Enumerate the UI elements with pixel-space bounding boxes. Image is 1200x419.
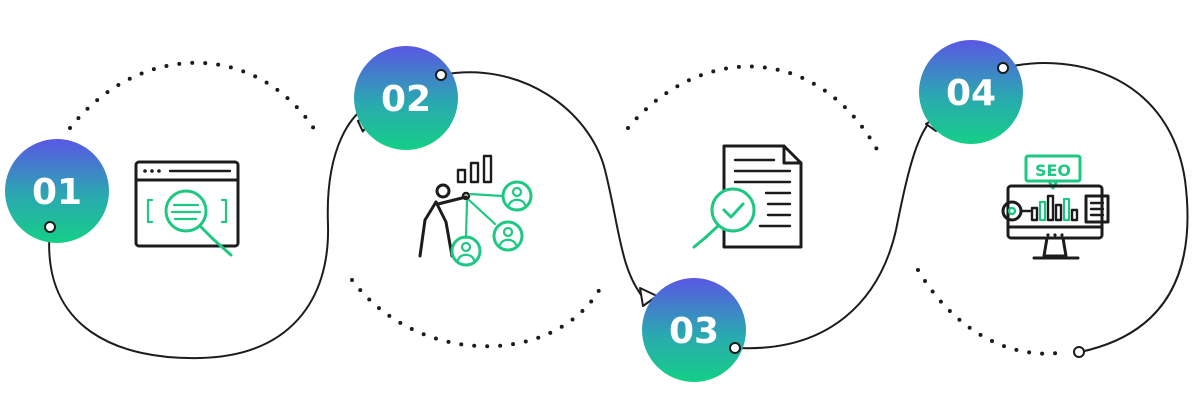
connector-curve — [48, 62, 1189, 360]
step-badge-01: 01 — [5, 139, 109, 243]
seo-monitor-icon: SEO — [1001, 154, 1110, 260]
presenter-network-icon — [418, 154, 533, 267]
connector-pins — [44, 62, 1085, 358]
dotted-arcs — [68, 60, 1067, 356]
browser-search-icon — [134, 160, 240, 257]
step-badge-04: 04 — [919, 40, 1023, 144]
connector-arrowheads — [356, 113, 943, 307]
step-badge-02: 02 — [354, 46, 458, 150]
step-number: 01 — [32, 172, 82, 213]
step-badge-03: 03 — [642, 278, 746, 382]
seo-badge-label: SEO — [1035, 161, 1071, 180]
document-check-icon — [692, 144, 803, 249]
arrow-into-03 — [639, 287, 658, 307]
step-number: 04 — [946, 73, 996, 114]
step-number: 02 — [381, 79, 431, 120]
step-number: 03 — [669, 311, 719, 352]
